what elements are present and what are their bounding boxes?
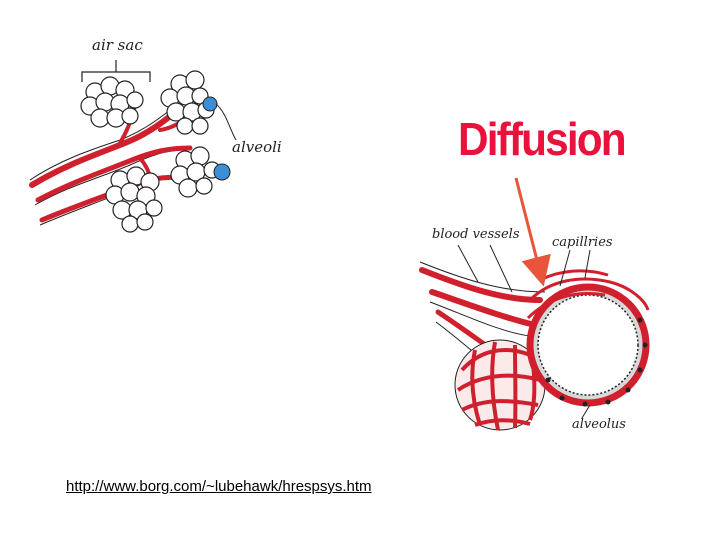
alveolus [537,294,639,396]
air-sac-bracket [81,60,151,82]
capillaries-label: capillries [552,235,613,250]
alveoli-label: alveoli [232,138,282,156]
diffusion-arrow [514,177,551,287]
source-link[interactable]: http://www.borg.com/~lubehawk/hrespsys.h… [66,478,372,495]
blood-vessels-label: blood vessels [432,227,520,242]
air-sac-label: air sac [92,36,143,54]
alveolus-label: alveolus [572,417,626,432]
alveoli-pointer [215,103,237,141]
slide-title: Diffusion [458,113,627,165]
alveolus-highlight-2 [213,163,231,181]
blood-vessels-pointer [457,244,513,293]
capillary-diagram: blood vessels capillries alveolus [419,177,650,432]
air-sac-diagram: air sac alveoli [29,36,282,233]
capillaries-pointer [559,249,591,287]
alveolus-highlight-1 [202,96,218,112]
alveolus-pointer [581,404,591,419]
membrane-cells [545,317,648,407]
alveoli-clusters [80,70,221,233]
